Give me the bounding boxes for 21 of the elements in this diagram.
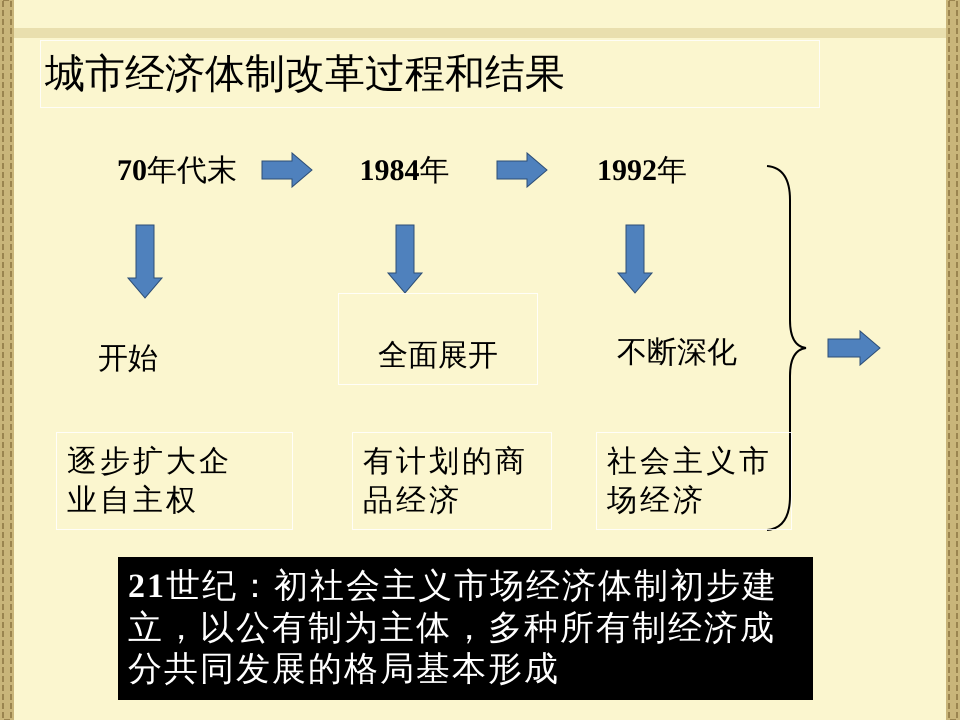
- stage-label: 70年代末: [117, 152, 237, 188]
- stage-label: 不断深化: [617, 335, 737, 371]
- text-box: [596, 432, 792, 530]
- box-text: 逐步扩大企业自主权: [67, 444, 233, 519]
- box-text: 全面展开: [378, 338, 498, 374]
- block-arrow: [616, 224, 654, 294]
- text-box: [352, 432, 552, 530]
- block-arrow: [496, 152, 548, 188]
- box-text: 社会主义市场经济: [607, 444, 773, 519]
- text-box: [338, 293, 538, 385]
- text-box: [56, 432, 293, 530]
- block-arrow: [126, 224, 164, 299]
- summary-box: [118, 557, 813, 700]
- box-text: 有计划的商品经济: [363, 444, 529, 519]
- summary-text: 21世纪：初社会主义市场经济体制初步建立，以公有制为主体，多种所有制经济成分共同发展的格局基本形成: [128, 567, 779, 690]
- block-arrow: [386, 224, 424, 294]
- stage-label: 1984年: [360, 152, 450, 188]
- block-arrow: [262, 152, 313, 188]
- stage-label: 1992年: [597, 152, 687, 188]
- stage-label: 开始: [98, 341, 158, 377]
- slide-title: 城市经济体制改革过程和结果: [40, 40, 820, 108]
